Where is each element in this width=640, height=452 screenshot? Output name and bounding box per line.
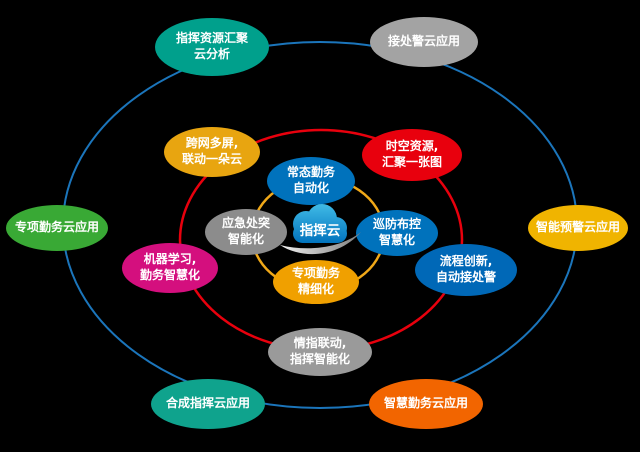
bubble-label: 云分析: [193, 47, 230, 61]
bubble-special-duty-refinement: 专项勤务精细化: [273, 260, 359, 304]
bubble-label: 智能化: [227, 232, 264, 246]
bubble-label: 机器学习,: [143, 252, 197, 267]
bubble-spatiotemporal-resources: 时空资源,汇聚一张图: [362, 129, 462, 181]
bubble-label: 专项勤务: [291, 266, 340, 281]
bubble-label: 巡防布控: [372, 217, 421, 232]
bubble-label: 接处警云应用: [387, 34, 460, 49]
bubble-police-response-cloud-app: 接处警云应用: [370, 17, 478, 67]
bubble-label: 智能预警云应用: [535, 220, 620, 235]
bubble-label: 智慧化: [378, 233, 415, 247]
bubble-label: 汇聚一张图: [381, 155, 442, 169]
bubble-label: 时空资源,: [385, 139, 439, 154]
bubble-patrol-control-smartness: 巡防布控智慧化: [356, 210, 438, 256]
bubble-intelligent-warning-cloud-app: 智能预警云应用: [528, 205, 628, 251]
bubble-label: 精细化: [297, 282, 334, 296]
bubble-process-innovation: 流程创新,自动接处警: [415, 244, 517, 296]
bubble-label: 应急处突: [221, 216, 270, 231]
bubble-label: 合成指挥云应用: [165, 396, 250, 411]
bubble-command-resource-cloud-analysis: 指挥资源汇聚云分析: [155, 18, 269, 76]
bubble-label: 勤务智慧化: [139, 268, 200, 282]
center-cloud-label: 指挥云: [300, 222, 341, 239]
bubble-label: 指挥资源汇聚: [175, 31, 248, 46]
bubble-label: 指挥智能化: [289, 352, 350, 366]
bubble-label: 跨网多屏,: [185, 136, 239, 151]
bubble-label: 流程创新,: [439, 254, 493, 269]
bubble-smart-duty-cloud-app: 智慧勤务云应用: [369, 379, 483, 429]
bubble-label: 专项勤务云应用: [14, 220, 99, 235]
bubble-intel-command-linkage: 情指联动,指挥智能化: [268, 328, 372, 376]
bubble-label: 自动化: [292, 181, 329, 195]
bubble-label: 常态勤务: [286, 165, 335, 180]
bubble-cross-network-multi-screen: 跨网多屏,联动一朵云: [164, 127, 260, 177]
bubble-label: 情指联动,: [293, 336, 347, 351]
cloud-icon: [293, 204, 347, 243]
center-cloud: 指挥云: [280, 204, 361, 255]
bubble-synthetic-command-cloud-app: 合成指挥云应用: [151, 379, 265, 429]
bubble-special-duty-cloud-app: 专项勤务云应用: [6, 205, 108, 251]
bubble-label: 联动一朵云: [181, 152, 242, 166]
swoosh-shape: [280, 232, 361, 255]
bubble-label: 智慧勤务云应用: [383, 396, 468, 411]
bubble-machine-learning-duty: 机器学习,勤务智慧化: [122, 243, 218, 293]
bubble-label: 自动接处警: [435, 270, 496, 284]
